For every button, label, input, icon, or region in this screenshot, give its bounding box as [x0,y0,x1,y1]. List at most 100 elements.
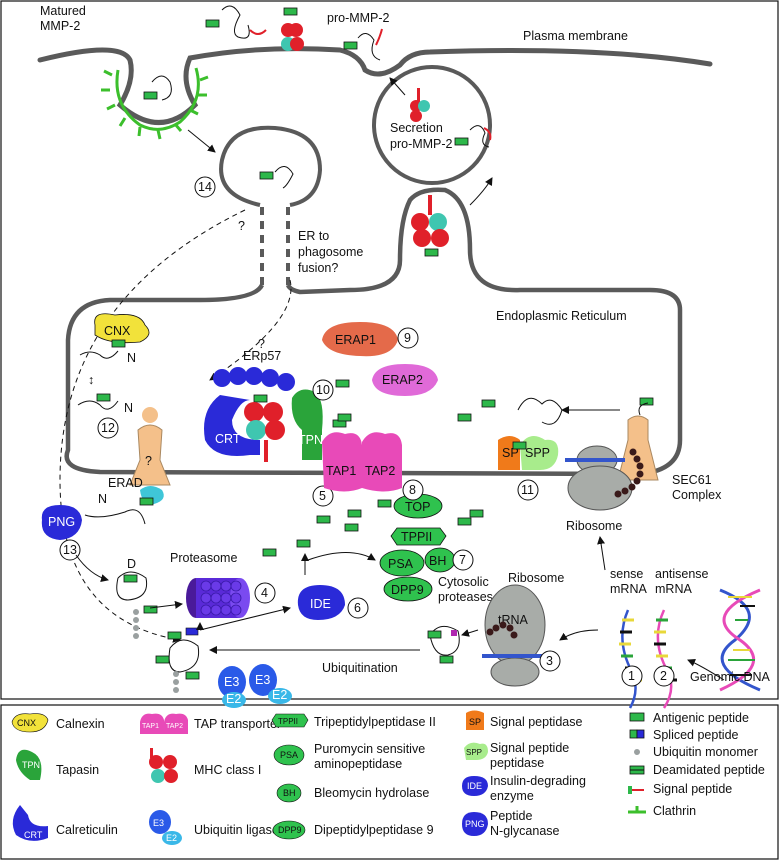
legend-e2-icon [162,831,182,845]
step-6-badge [347,597,369,619]
e3-1 [218,666,246,698]
protease-dpp9 [383,576,433,602]
legend-ubiquitin-icon [634,749,640,755]
tap1-shape [322,432,362,492]
tpn-label: TPN [298,433,323,447]
spp-protein [517,397,563,425]
step-12: 12 [101,421,115,435]
step-9: 9 [404,331,411,345]
cyto-pep-7 [377,499,392,508]
legend-cnx-icon [11,713,49,733]
legend-spp-2: peptidase [490,756,544,770]
secretion-arrow [389,77,406,96]
e3-label-1: E3 [224,675,239,689]
er-exit-mhc [411,195,449,257]
legend-deamidated: Deamidated peptide [653,763,765,777]
legend-panel-border [0,704,779,860]
cyto-pep-5 [457,517,472,526]
crt-label: CRT [215,432,241,446]
legend-antigenic: Antigenic peptide [653,711,749,725]
legend-tap-transporter: TAP transporter [194,717,281,731]
legend-signal-peptidase: Signal peptidase [490,715,582,729]
erad-question: ? [145,454,152,468]
legend-ide-1: Insulin-degrading [490,774,586,788]
step-10-badge [312,379,334,401]
main-panel-border [0,0,779,700]
legend-clathrin: Clathrin [653,804,696,818]
step-7: 7 [459,553,466,567]
png-arrow [75,554,109,582]
er-protein-2 [77,400,119,410]
ubiquitin-chain-1 [133,609,139,639]
legend-png-icon [462,812,488,836]
pro-mmp2-protein [357,33,381,61]
sec61-chain [638,402,649,416]
step-13-badge [59,539,81,561]
phagosome-protein [274,166,294,189]
legend-bh-icon [276,783,302,803]
step-11: 11 [521,483,534,497]
legend-tapasin: Tapasin [56,763,99,777]
ub-pep-1 [167,631,182,640]
sense-mrna-label-1: sense [610,567,643,581]
legend-tpn-icon-text: TPN [22,760,40,770]
surface-mhc [281,7,304,51]
e2-label-1: E2 [226,692,241,706]
legend-sp-icon-text: SP [469,717,481,727]
legend-clathrin-icon [628,806,646,814]
step-11-badge [517,479,539,501]
d-label: D [127,557,136,571]
ribosome-er-label: Ribosome [566,519,622,533]
top-label: TOP [405,500,430,514]
vesicle-mhc [410,88,430,122]
erap2-label: ERAP2 [382,373,423,387]
legend-tap1-icon-text: TAP1 [142,723,159,730]
secretion-label-2: pro-MMP-2 [390,137,453,151]
tap-peptide-2 [337,413,352,422]
ub-spliced-pep [185,627,199,636]
sec61-label-1: SEC61 [672,473,712,487]
genomic-dna-label: Genomic DNA [690,670,771,684]
legend-spliced-icon-b [636,729,645,739]
protease-tppii [390,527,447,546]
ub-pep-2 [155,655,170,664]
e2-2 [268,688,292,704]
er-peptide-2 [96,393,111,402]
tap1-label: TAP1 [326,464,356,478]
legend-tap1-icon [140,713,164,734]
sp-pep-2 [481,399,496,408]
ub-pep-3 [185,671,200,680]
to-proteases-arrow [307,552,376,561]
spp-peptide [512,441,527,450]
er-mrna [565,458,625,462]
matured-mmp2-peptide [205,19,220,28]
endocytosed-peptide [143,91,158,100]
proteasome [186,578,250,618]
new-protein [429,625,460,656]
step-3: 3 [546,654,553,668]
step-3-badge [539,650,561,672]
antisense-mrna-strand [656,609,673,709]
endocytosis-arrow [187,129,216,153]
n-label-3: N [98,492,107,506]
step-4-badge [254,582,276,604]
deamidated-protein [116,571,148,601]
step-1-badge [621,665,643,687]
question-2: ? [258,337,265,351]
legend-png-2: N-glycanase [490,824,560,838]
ubiquitin-chain-2 [173,671,179,693]
legend-calnexin: Calnexin [56,717,105,731]
ribosome-cyto-label: Ribosome [508,571,564,585]
ide-label: IDE [310,597,331,611]
phagosome-peptide [259,171,274,180]
sp-pep-1 [457,413,472,422]
tpn-shape [291,389,323,460]
cyto-mrna [482,654,542,658]
ide-shape [297,585,345,620]
sec61-label-2: Complex [672,488,722,502]
phagosome-to-er-dashed [209,279,292,381]
step-7-badge [452,549,474,571]
crt-shape [204,395,260,456]
